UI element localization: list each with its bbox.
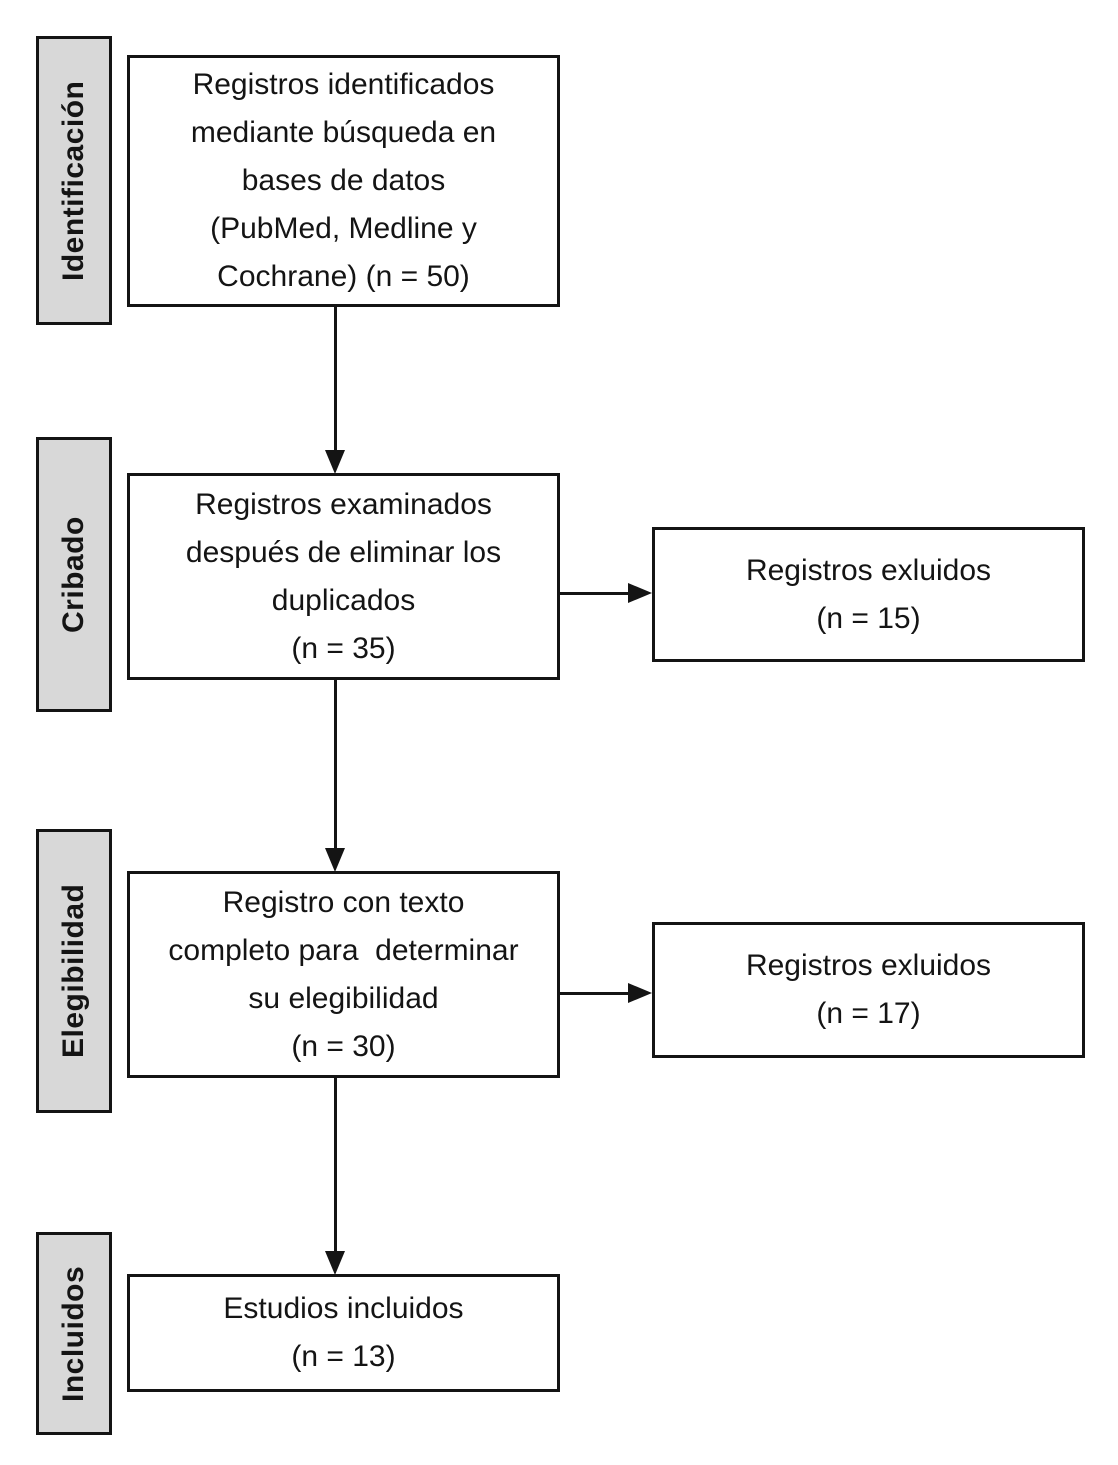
box-fulltext-assessed: Registro con texto completo para determi…: [127, 871, 560, 1078]
arrow-line-screened-to-excluded: [560, 592, 630, 595]
arrowhead-down-icon: [325, 848, 345, 872]
box-records-excluded-eligibility: Registros exluidos (n = 17): [652, 922, 1085, 1058]
arrowhead-right-icon: [628, 983, 652, 1003]
box-studies-included: Estudios incluidos (n = 13): [127, 1274, 560, 1392]
arrowhead-down-icon: [325, 1251, 345, 1275]
box-records-excluded-screening: Registros exluidos (n = 15): [652, 527, 1085, 662]
stage-label-incluidos: Incluidos: [36, 1232, 112, 1435]
arrow-line-fulltext-to-included: [334, 1078, 337, 1251]
stage-label-cribado: Cribado: [36, 437, 112, 712]
stage-label-identificacion: Identificación: [36, 36, 112, 325]
arrow-line-identified-to-screened: [334, 307, 337, 453]
arrowhead-down-icon: [325, 450, 345, 474]
arrow-line-screened-to-fulltext: [334, 680, 337, 850]
arrow-line-fulltext-to-excluded: [560, 992, 630, 995]
box-records-screened: Registros examinados después de eliminar…: [127, 473, 560, 680]
box-records-identified: Registros identificados mediante búsqued…: [127, 55, 560, 307]
stage-label-elegibilidad: Elegibilidad: [36, 829, 112, 1113]
arrowhead-right-icon: [628, 583, 652, 603]
